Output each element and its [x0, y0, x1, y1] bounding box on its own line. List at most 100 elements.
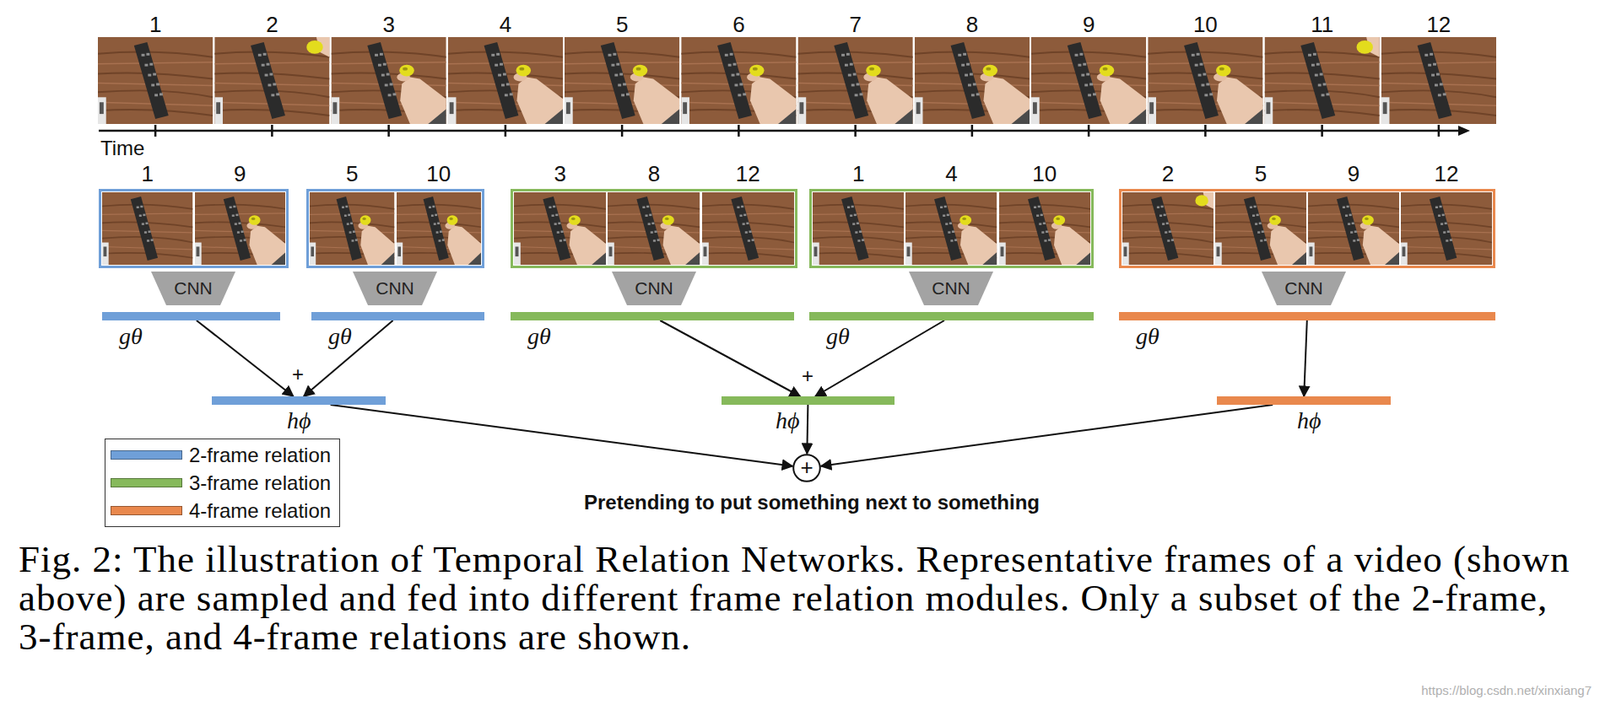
- video-frame: [607, 192, 700, 265]
- frame-number: 12: [1426, 13, 1451, 36]
- video-frame: [681, 37, 796, 125]
- frame-group: 25912: [1118, 189, 1496, 269]
- g-theta-label: gθ: [118, 324, 143, 349]
- frame-image: [607, 192, 700, 265]
- h-feature-bar: hϕ: [721, 396, 895, 406]
- cnn-block: CNN: [352, 271, 438, 306]
- h-phi-label: hϕ: [286, 409, 312, 433]
- figure-caption: Fig. 2: The illustration of Temporal Rel…: [18, 540, 1582, 657]
- cnn-shape: [151, 271, 236, 306]
- legend-row: 3-frame relation: [110, 469, 331, 498]
- g-feature-bar: gθ: [102, 312, 281, 321]
- frame-image: [999, 192, 1091, 265]
- frame-image: [194, 192, 287, 265]
- g-feature-bar: gθ: [809, 312, 1094, 321]
- frame-group: 510: [306, 189, 485, 269]
- sum-sign: +: [291, 364, 304, 385]
- cnn-label: CNN: [375, 271, 415, 306]
- sum-sign: +: [801, 366, 814, 387]
- time-tick: [1204, 124, 1207, 137]
- class-label: Pretending to put something next to some…: [583, 491, 1040, 515]
- time-tick: [504, 124, 508, 137]
- g-feature-bar: gθ: [1118, 312, 1496, 321]
- cnn-block: CNN: [1261, 271, 1346, 306]
- cnn-label: CNN: [173, 271, 213, 306]
- frame-number: 6: [732, 13, 745, 36]
- time-tick: [154, 124, 157, 137]
- legend-text: 2-frame relation: [189, 443, 331, 468]
- frame-number: 9: [233, 162, 246, 185]
- time-tick: [971, 124, 974, 137]
- video-frame: [1147, 37, 1263, 125]
- frame-number: 10: [1032, 162, 1057, 185]
- video-frame: [448, 37, 563, 125]
- legend-row: 2-frame relation: [110, 441, 331, 470]
- cnn-shape: [352, 271, 438, 306]
- frame-number: 9: [1082, 13, 1095, 36]
- legend-swatch: [110, 478, 183, 488]
- cnn-shape: [611, 271, 697, 306]
- video-frame: [564, 37, 680, 125]
- arrow-connector: [303, 320, 394, 397]
- frame-number: 12: [735, 162, 761, 185]
- legend-swatch: [110, 450, 183, 460]
- arrow-connector: [806, 405, 808, 455]
- video-frame: [1381, 37, 1497, 125]
- video-frame: [1400, 192, 1492, 265]
- frame-number: 3: [553, 162, 566, 185]
- frame-number: 11: [1310, 13, 1334, 36]
- h-phi-label: hϕ: [775, 409, 800, 433]
- video-frame: [513, 192, 606, 265]
- frame-number: 1: [852, 162, 865, 185]
- time-axis-head: [1458, 125, 1471, 136]
- video-frame: [331, 37, 447, 125]
- frame-group: 1410: [809, 189, 1094, 269]
- video-frame: [702, 192, 795, 265]
- frame-image: [1400, 192, 1492, 265]
- frame-image: [1308, 192, 1400, 265]
- cnn-label: CNN: [931, 271, 971, 306]
- frame-number: 5: [616, 13, 628, 36]
- frame-number: 7: [848, 13, 861, 36]
- video-frame: [812, 192, 904, 265]
- time-tick: [621, 124, 624, 137]
- video-frame: [214, 37, 330, 125]
- video-frame: [798, 37, 914, 125]
- frame-image: [905, 192, 997, 265]
- h-feature-bar: hϕ: [211, 396, 386, 406]
- time-tick: [1087, 124, 1091, 137]
- time-ticks: [155, 124, 1439, 137]
- time-axis: [98, 129, 1460, 133]
- frame-number: 10: [1193, 13, 1218, 36]
- frame-number: 5: [1254, 162, 1267, 185]
- frame-image: [1215, 192, 1307, 265]
- sum-circle: +: [792, 454, 822, 483]
- frame-number: 4: [945, 162, 957, 185]
- video-frame: [1308, 192, 1400, 265]
- video-frame: [1031, 37, 1146, 125]
- cnn-shape: [1261, 271, 1346, 306]
- cnn-block: CNN: [611, 271, 697, 306]
- h-phi-label: hϕ: [1297, 409, 1322, 433]
- g-theta-label: gθ: [826, 324, 850, 349]
- g-theta-label: gθ: [328, 324, 352, 349]
- frame-number: 2: [265, 13, 278, 36]
- frame-image: [702, 192, 795, 265]
- video-frame: [999, 192, 1091, 265]
- frame-number: 2: [1162, 162, 1174, 185]
- cnn-shape: [908, 271, 994, 306]
- time-tick: [1320, 124, 1324, 137]
- g-feature-bar: gθ: [510, 312, 795, 321]
- frame-number: 1: [149, 13, 162, 36]
- arrow-connector: [821, 405, 1273, 467]
- arrow-connector: [1303, 320, 1308, 397]
- video-frame: [1215, 192, 1307, 265]
- frame-image: [812, 192, 904, 265]
- arrow-connector: [659, 320, 800, 397]
- video-frame: [914, 37, 1030, 125]
- arrow-connector: [196, 320, 294, 397]
- frame-image: [1122, 192, 1214, 265]
- cnn-label: CNN: [634, 271, 674, 306]
- cnn-block: CNN: [908, 271, 994, 306]
- video-frame: [1264, 37, 1380, 125]
